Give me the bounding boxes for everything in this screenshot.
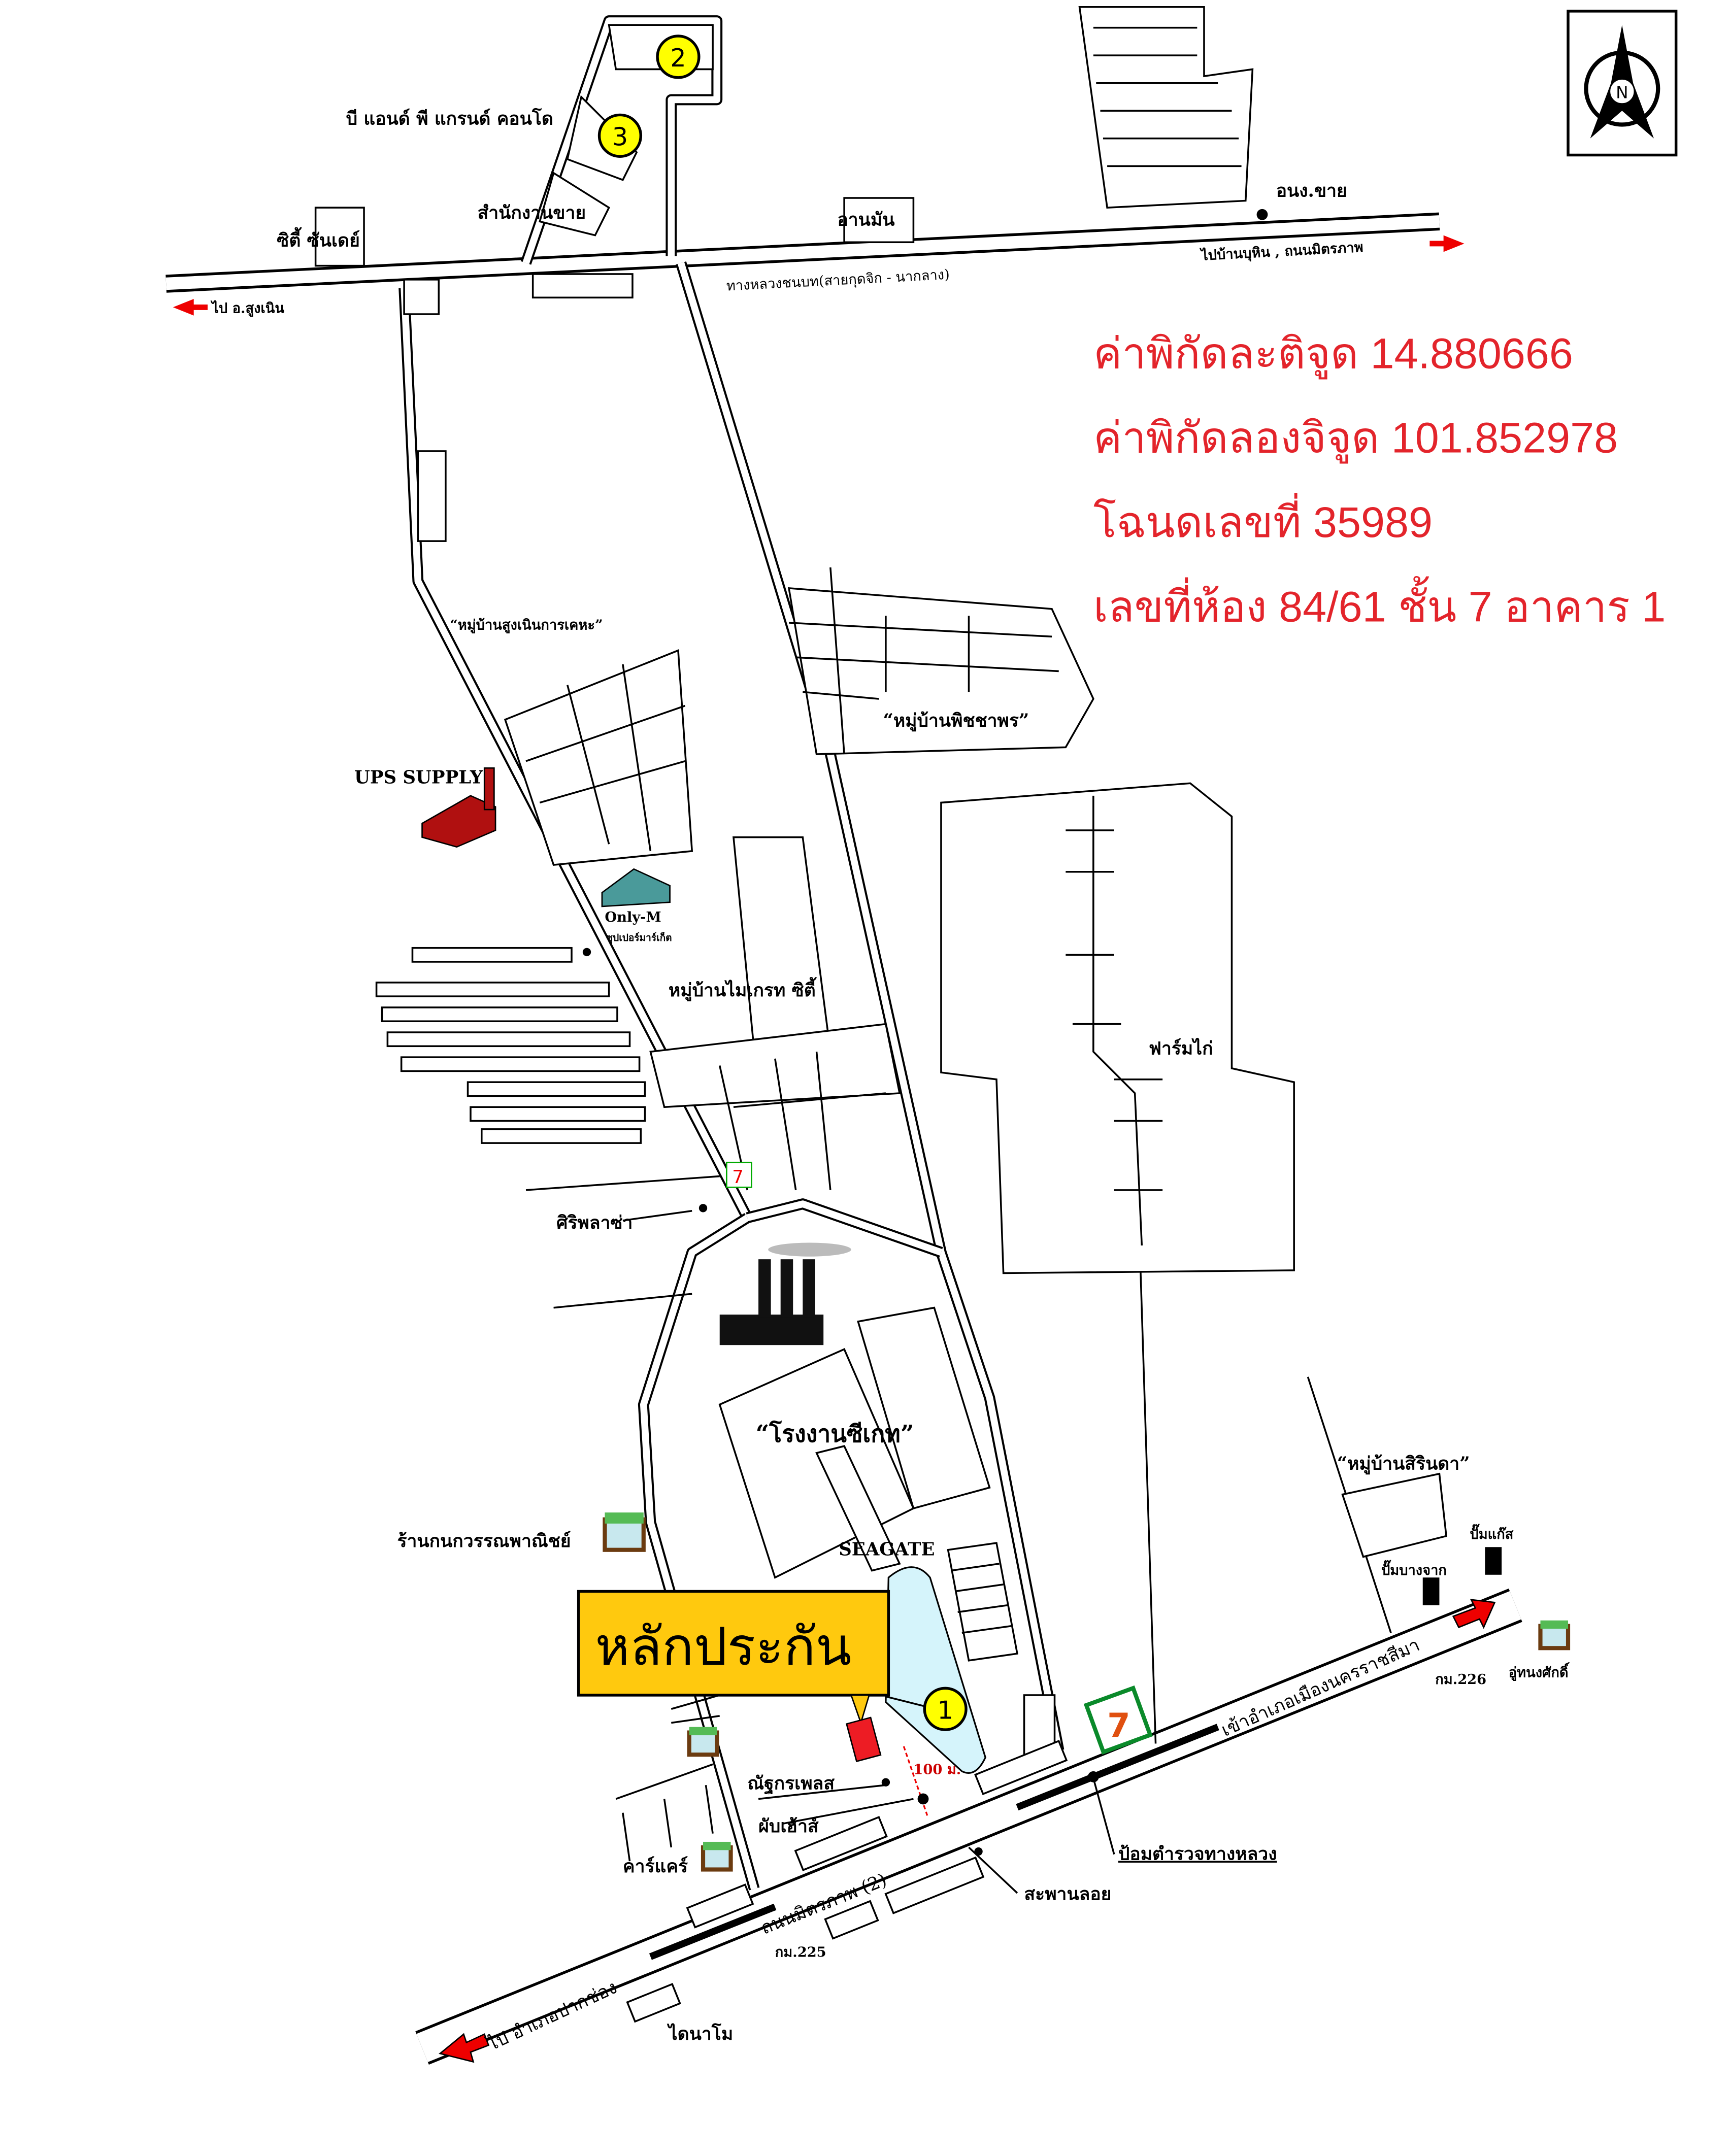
label-km226: กม.226 xyxy=(1435,1671,1486,1688)
room-number-text: เลขที่ห้อง 84/61 ชั้น 7 อาคาร 1 xyxy=(1093,576,1666,630)
label-police-box: ป้อมตำรวจทางหลวง xyxy=(1118,1843,1277,1864)
label-sales-point: อนง.ขาย xyxy=(1276,180,1347,201)
marker-2[interactable]: 2 xyxy=(656,35,701,79)
label-car-care: คาร์แคร์ xyxy=(623,1856,688,1877)
label-condo: บี แอนด์ พี แกรนด์ คอนโด xyxy=(346,108,553,129)
label-phitchaphon: “หมู่บ้านพิชชาพร” xyxy=(883,710,1029,731)
deed-number-text: โฉนดเลขที่ 35989 xyxy=(1093,493,1433,546)
label-to-sung-noen: ไป อ.สูงเนิน xyxy=(210,299,284,317)
label-footbridge: สะพานลอย xyxy=(1024,1883,1112,1904)
mittraphap-highway xyxy=(415,1588,1522,2065)
label-housing-authority: “หมู่บ้านสูงเนินการเคหะ” xyxy=(450,617,603,634)
collateral-label: หลักประกัน xyxy=(595,1616,851,1677)
local-roads xyxy=(398,15,1392,1891)
svg-text:N: N xyxy=(1616,83,1628,103)
only-m-store-icon xyxy=(601,868,671,907)
svg-text:2: 2 xyxy=(670,43,686,73)
direction-arrows xyxy=(173,235,1496,2063)
label-nattakorn-place: ณัฐกรเพลส xyxy=(747,1773,835,1795)
label-km225: กม.225 xyxy=(775,1944,826,1960)
label-supermarket: ซุปเปอร์มาร์เก็ต xyxy=(606,931,672,944)
label-ups-supply: UPS SUPPLY xyxy=(354,767,483,788)
label-city-sunday: ซิตี้ ซันเดย์ xyxy=(277,227,360,251)
label-u-thanongsak: อู่ทนงศักดิ์ xyxy=(1509,1662,1570,1681)
seven-eleven-icon: 7 7 xyxy=(725,1161,1153,1755)
top-highway xyxy=(165,212,1440,293)
chicken-farm-area xyxy=(940,782,1295,1274)
label-sales-office: สำนักงานขาย xyxy=(478,203,586,223)
label-sirinda: “หมู่บ้านสิรินดา” xyxy=(1337,1454,1470,1475)
label-only-m: Only-M xyxy=(605,909,661,925)
label-seagate-factory: “โรงงานซีเกท” xyxy=(756,1420,914,1447)
collateral-marker: หลักประกัน xyxy=(577,1590,928,1816)
svg-text:7: 7 xyxy=(732,1167,744,1188)
label-migrate-city: หมู่บ้านไมเกรท ซิตี้ xyxy=(669,977,817,1001)
marker-3[interactable]: 3 xyxy=(597,113,643,158)
label-seagate: SEAGATE xyxy=(839,1539,935,1560)
longitude-text: ค่าพิกัดลองจิจูด 101.852978 xyxy=(1093,414,1618,464)
label-distance-100m: 100 ม. xyxy=(913,1761,961,1777)
housing-blocks xyxy=(314,6,1448,2023)
factory-icon xyxy=(719,1242,851,1345)
svg-text:7: 7 xyxy=(1107,1706,1130,1745)
gas-pump-icon xyxy=(1422,1547,1502,1605)
marker-1[interactable]: 1 xyxy=(923,1687,968,1731)
label-gas-pump: ปั๊มแก๊ส xyxy=(1470,1524,1513,1542)
label-kanokwan-shop: ร้านกนกวรรณพาณิชย์ xyxy=(397,1531,571,1552)
label-bangchak: ปั๊มบางจาก xyxy=(1381,1560,1447,1578)
latitude-text: ค่าพิกัดละติจูด 14.880666 xyxy=(1093,329,1573,379)
shop-icon xyxy=(603,1512,1571,1872)
compass-north-icon: N xyxy=(1567,10,1678,157)
label-siri-plaza: ศิริพลาซ่า xyxy=(556,1212,633,1233)
svg-text:3: 3 xyxy=(612,122,628,151)
label-anman: อานมัน xyxy=(837,210,894,230)
warehouse-icon xyxy=(421,767,496,848)
label-dynamo: ไดนาโม xyxy=(667,2023,733,2044)
svg-text:1: 1 xyxy=(938,1695,953,1725)
label-chicken-farm: ฟาร์มไก่ xyxy=(1149,1038,1213,1059)
property-info: ค่าพิกัดละติจูด 14.880666 ค่าพิกัดลองจิจ… xyxy=(1093,329,1666,630)
